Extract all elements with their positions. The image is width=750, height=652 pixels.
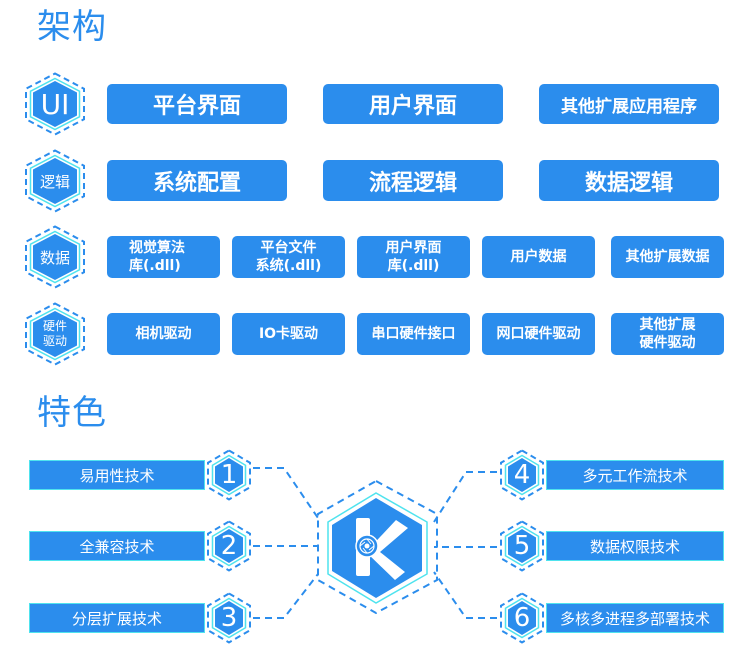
features-title: 特色 [37,393,107,433]
hex-fill [215,458,243,492]
row-label-text: 数据 [39,248,70,267]
row-label-hardware: 硬件 驱动 [24,302,86,366]
arch-box-data-logic: 数据逻辑 [539,160,719,201]
hex-fill [508,458,536,492]
arch-box-camera-driver: 相机驱动 [107,313,220,355]
hex-dashed-outline [25,149,85,213]
hexagon-icon [500,449,544,501]
hexagon-icon [207,520,251,572]
arch-box-other-data: 其他扩展数据 [611,236,724,278]
hex-cyan-ring [504,597,540,639]
row-label-text: 逻辑 [39,172,70,191]
feature-number-4: 4 [499,449,545,501]
row-label-ui: UI [24,72,86,136]
hexagon-icon [500,592,544,644]
hex-cyan-ring [504,454,540,496]
row-label-text: UI [40,87,70,121]
arch-box-user-data: 用户数据 [482,236,595,278]
hexagon-icon [25,149,85,213]
hex-fill [33,81,77,127]
feature-bar-5: 数据权限技术 [546,531,724,561]
row-label-logic: 逻辑 [24,149,86,213]
arch-box-other-hw-driver: 其他扩展 硬件驱动 [611,313,724,355]
arch-box-ui-lib: 用户界面 库(.dll) [357,236,470,278]
hex-cyan-ring [29,307,81,361]
hex-fill [508,601,536,635]
hex-cyan-ring [211,597,247,639]
hexagon-icon [207,592,251,644]
arch-box-vision-lib: 视觉算法 库(.dll) [107,236,220,278]
feature-bar-4: 多元工作流技术 [546,460,724,490]
hexagon-icon [25,72,85,136]
hex-fill [215,529,243,563]
feature-bar-6: 多核多进程多部署技术 [546,603,724,633]
arch-box-platform-ui: 平台界面 [107,84,287,124]
arch-box-network-driver: 网口硬件驱动 [482,313,595,355]
arch-box-user-ui: 用户界面 [323,84,503,124]
hex-cyan-ring [211,454,247,496]
row-label-data: 数据 [24,225,86,289]
arch-box-flow-logic: 流程逻辑 [323,160,503,201]
connector-3 [253,573,319,619]
feature-number-5: 5 [499,520,545,572]
connector-4 [433,471,497,523]
feature-bar-3: 分层扩展技术 [29,603,205,633]
center-hex-cyan-ring [327,492,428,604]
hexagon-icon [500,520,544,572]
arch-box-system-config: 系统配置 [107,160,287,201]
connector-1 [253,467,319,519]
hex-fill [33,158,77,204]
hex-cyan-ring [29,230,81,284]
hex-dashed-outline [500,592,544,644]
row-label-text: 硬件 驱动 [42,319,67,348]
hex-dashed-outline [207,520,251,572]
hexagon-icon [207,449,251,501]
feature-bar-2: 全兼容技术 [29,531,205,561]
arch-box-other-apps: 其他扩展应用程序 [539,84,719,124]
hex-fill [33,234,77,280]
hexagon-icon [25,225,85,289]
hex-dashed-outline [207,449,251,501]
architecture-title: 架构 [37,7,107,47]
hex-dashed-outline [25,302,85,366]
k-logo-icon [355,518,408,580]
arch-box-serial-interface: 串口硬件接口 [357,313,470,355]
feature-number-1: 1 [206,449,252,501]
feature-number-3: 3 [206,592,252,644]
hexagon-icon [25,302,85,366]
arch-box-io-driver: IO卡驱动 [232,313,345,355]
hex-fill [508,529,536,563]
center-hex-outer-dashed [317,479,438,615]
arch-box-platform-fs: 平台文件 系统(.dll) [232,236,345,278]
feature-bar-1: 易用性技术 [29,460,205,490]
hex-cyan-ring [504,525,540,567]
hex-dashed-outline [25,72,85,136]
hex-cyan-ring [29,77,81,131]
feature-number-6: 6 [499,592,545,644]
hex-dashed-outline [500,520,544,572]
hex-cyan-ring [29,154,81,208]
hex-dashed-outline [500,449,544,501]
hex-fill [215,601,243,635]
hex-cyan-ring [211,525,247,567]
connector-6 [433,571,497,619]
hex-dashed-outline [25,225,85,289]
hex-fill [33,311,77,357]
feature-number-2: 2 [206,520,252,572]
hex-dashed-outline [207,592,251,644]
